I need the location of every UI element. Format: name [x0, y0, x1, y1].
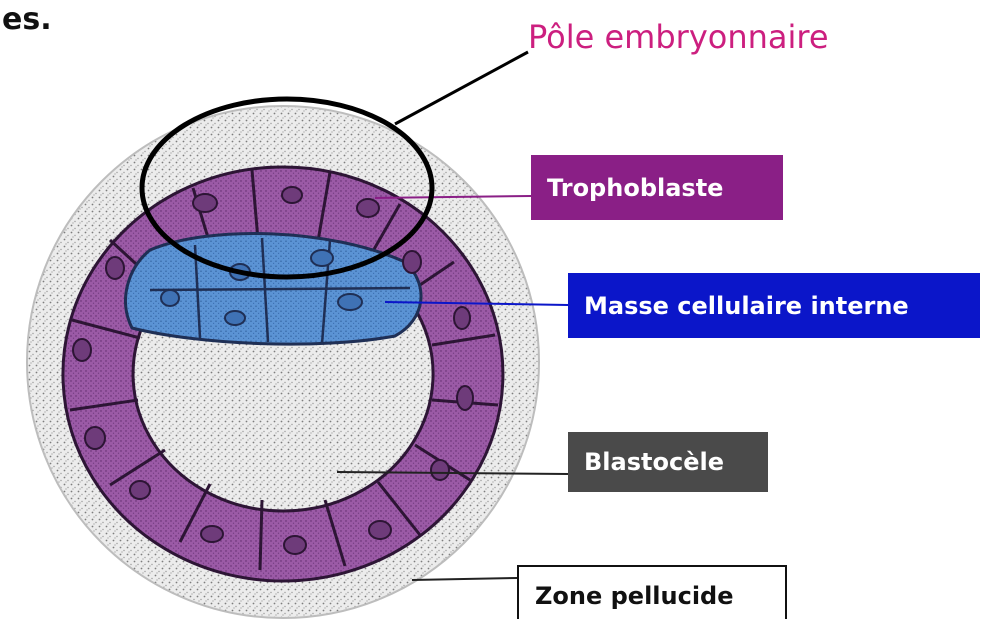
masse-cellulaire-tag: Masse cellulaire interne	[568, 273, 980, 338]
trophoblaste-tag: Trophoblaste	[531, 155, 783, 220]
blastocele-tag: Blastocèle	[568, 432, 768, 492]
corner-text: es.	[2, 2, 52, 37]
zone-pointer	[412, 578, 517, 580]
zone-pellucide-tag: Zone pellucide	[517, 565, 787, 619]
pole-pointer	[395, 52, 528, 124]
pole-embryonnaire-label: Pôle embryonnaire	[528, 18, 829, 56]
